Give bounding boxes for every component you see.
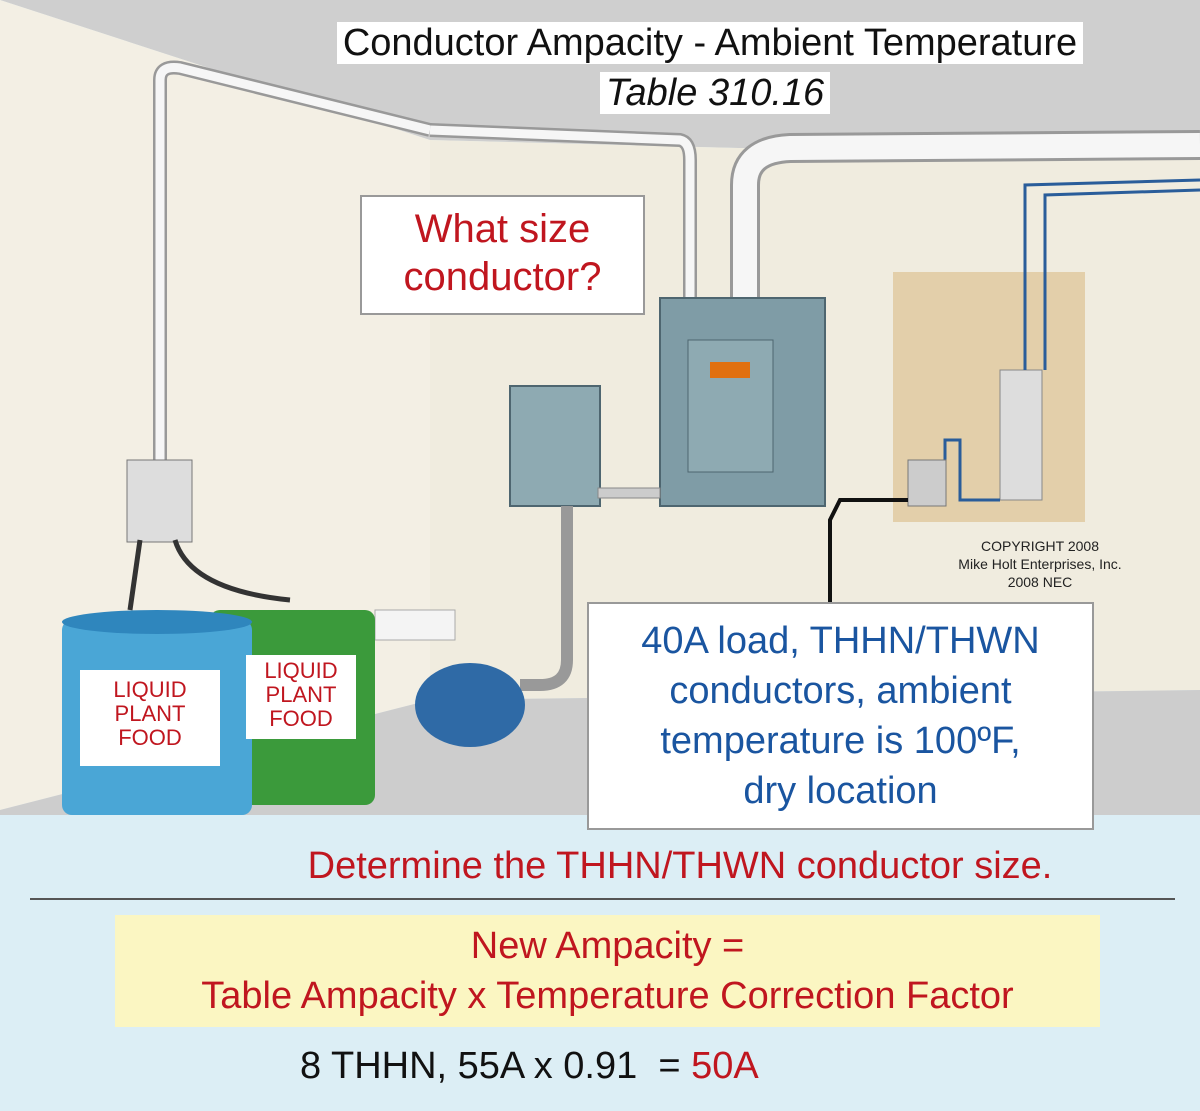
formula-line: New Ampacity =	[470, 925, 745, 967]
result-line: 8 THHN, 55A x 0.91 = 50A	[300, 1045, 900, 1088]
callout-line: conductor?	[403, 255, 602, 299]
divider	[30, 898, 1175, 900]
subpanel	[999, 369, 1043, 501]
callout-line: conductors, ambient	[669, 670, 1012, 712]
callout-line: temperature is 100ºF,	[660, 720, 1021, 762]
label-line: FOOD	[118, 725, 182, 750]
copyright-line: Mike Holt Enterprises, Inc.	[958, 556, 1122, 572]
pump-motor	[415, 663, 525, 747]
callout-line: dry location	[743, 770, 938, 812]
label-line: FOOD	[269, 706, 333, 731]
label-line: PLANT	[265, 682, 337, 707]
receptacle	[126, 459, 193, 543]
info-callout: 40A load, THHN/THWN conductors, ambient …	[587, 602, 1094, 830]
result-calculation: 8 THHN, 55A x 0.91 =	[300, 1045, 692, 1087]
copyright-line: COPYRIGHT 2008	[980, 538, 1099, 554]
label-line: LIQUID	[113, 677, 187, 702]
callout-line: 40A load, THHN/THWN	[641, 620, 1040, 662]
copyright-notice: COPYRIGHT 2008 Mike Holt Enterprises, In…	[910, 537, 1170, 591]
blue-tank-label: LIQUID PLANT FOOD	[80, 670, 220, 766]
disconnect-switch	[509, 385, 601, 507]
callout-line: What size	[414, 207, 591, 251]
copyright-line: 2008 NEC	[1007, 574, 1073, 590]
formula-line: Table Ampacity x Temperature Correction …	[201, 975, 1014, 1017]
label-line: LIQUID	[264, 658, 338, 683]
label-line: PLANT	[114, 701, 186, 726]
subtitle-text: Table 310.16	[599, 72, 831, 114]
diagram-subtitle: Table 310.16	[585, 72, 845, 115]
title-text: Conductor Ampacity - Ambient Temperature	[336, 22, 1084, 64]
question-callout: What size conductor?	[360, 195, 645, 315]
junction-box	[907, 459, 947, 507]
green-tank-label: LIQUID PLANT FOOD	[246, 655, 356, 739]
left-wall	[0, 0, 430, 810]
formula-box: New Ampacity = Table Ampacity x Temperat…	[115, 915, 1100, 1027]
task-statement: Determine the THHN/THWN conductor size.	[307, 845, 1053, 887]
result-answer: 50A	[691, 1045, 759, 1087]
diagram-title: Conductor Ampacity - Ambient Temperature	[280, 22, 1140, 65]
